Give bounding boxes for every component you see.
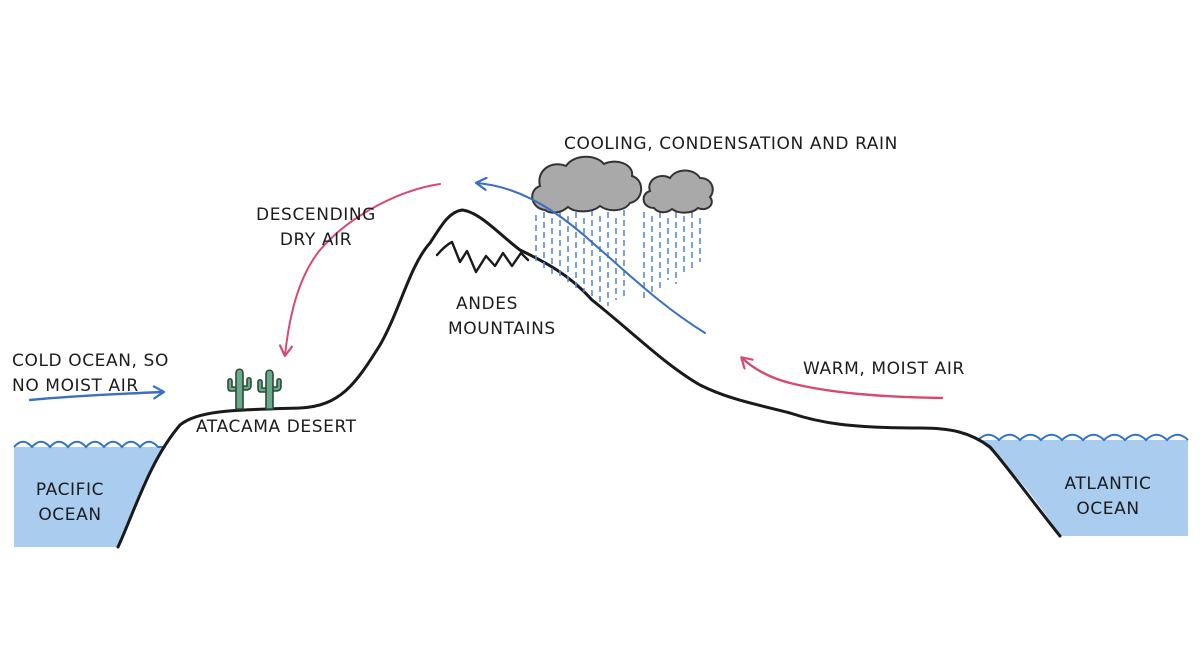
cold-ocean-arrow [28, 392, 163, 402]
cold-ocean-label-line-1: COLD OCEAN, SO [12, 351, 169, 371]
atlantic-label-line-2: OCEAN [1076, 499, 1140, 519]
descending-dry-air-arrow [285, 183, 441, 355]
andes-mountains-label: ANDES MOUNTAINS [448, 292, 556, 342]
andes-label-line-2: MOUNTAINS [448, 319, 556, 339]
pacific-label-line-1: PACIFIC [35, 480, 105, 500]
cold-ocean-label-line-2: NO MOIST AIR [12, 376, 139, 396]
atlantic-ocean [977, 433, 1189, 536]
snow-cap-icon [435, 240, 530, 274]
atacama-desert-label: ATACAMA DESERT [196, 417, 357, 437]
warm-moist-air-label: WARM, MOIST AIR [803, 359, 965, 379]
descending-dry-air-label: DESCENDING DRY AIR [246, 203, 386, 253]
pacific-ocean-label: PACIFIC OCEAN [20, 478, 120, 528]
atlantic-ocean-label: ATLANTIC OCEAN [1048, 472, 1168, 522]
atlantic-label-line-1: ATLANTIC [1064, 474, 1152, 494]
cloud-icon [642, 169, 714, 214]
warm-moist-air-arrow [742, 358, 944, 400]
pacific-label-line-2: OCEAN [38, 505, 102, 525]
andes-label-line-1: ANDES [456, 294, 518, 314]
cooling-condensation-rain-label: COOLING, CONDENSATION AND RAIN [564, 134, 898, 154]
descending-label-line-1: DESCENDING [256, 205, 376, 225]
rising-air-arrow [477, 183, 706, 334]
cactus-icon [227, 368, 252, 410]
descending-label-line-2: DRY AIR [279, 230, 353, 250]
cactus-icon [257, 369, 282, 410]
cloud-icon [531, 155, 643, 214]
rain [535, 210, 701, 306]
cold-ocean-label: COLD OCEAN, SO NO MOIST AIR [12, 349, 169, 399]
